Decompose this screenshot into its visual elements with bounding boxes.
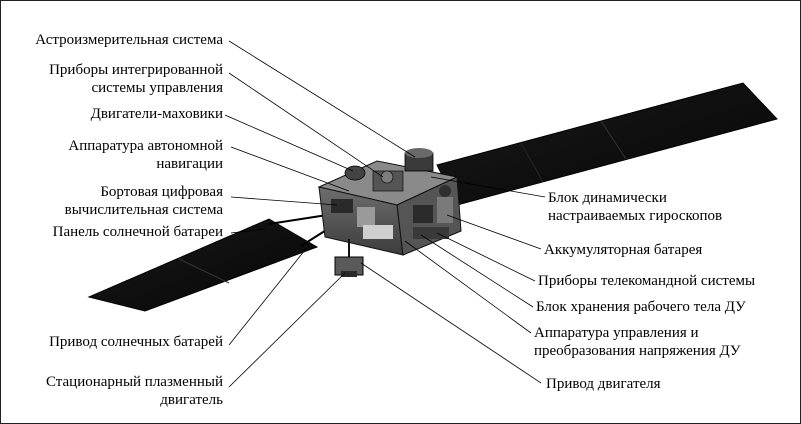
label-onboard-computer: Бортовая цифровая вычислительная система (64, 184, 223, 218)
leader-computer (230, 196, 338, 206)
panel-left-seam (178, 258, 230, 284)
body-detail-2 (357, 207, 375, 227)
label-telecommand-devices: Приборы телекомандной системы (538, 273, 756, 289)
leader-enginedrive (360, 262, 542, 384)
body-detail-6 (439, 185, 451, 197)
body-detail-7 (413, 227, 449, 239)
flywheel-shape (344, 165, 366, 181)
leader-nav (230, 146, 350, 192)
label-engine-drive: Привод двигателя (546, 376, 661, 392)
engine-nozzle-shape (341, 271, 357, 277)
panel-right-seam-2 (520, 142, 544, 183)
label-integrated-control-devices: Приборы интегрированной системы управлен… (49, 62, 223, 96)
label-astro-system: Астроизмерительная система (35, 32, 223, 48)
leader-astro (228, 40, 416, 158)
body-detail-5 (437, 197, 453, 223)
leader-plasma (228, 272, 346, 388)
label-plasma-thruster: Стационарный плазменный двигатель (45, 374, 223, 408)
panel-right-seam (600, 120, 627, 160)
top-knob (380, 170, 394, 184)
label-solar-panel: Панель солнечной батареи (52, 224, 223, 240)
leader-storage (420, 234, 534, 308)
body-detail-1 (331, 199, 353, 213)
boom-left (268, 214, 328, 225)
leader-isu (228, 72, 384, 178)
label-flywheel-motors: Двигатели-маховики (90, 106, 223, 122)
label-battery: Аккумуляторная батарея (544, 242, 703, 258)
leader-lines-right (360, 176, 546, 384)
leader-gyro (430, 176, 546, 198)
leader-panel (230, 228, 266, 234)
body-detail-3 (363, 225, 393, 239)
leader-telecmd (436, 232, 536, 282)
label-power-conversion: Аппаратура управления и преобразования н… (534, 325, 741, 359)
label-solar-array-drive: Привод солнечных батарей (49, 334, 223, 350)
solar-panel-left (87, 218, 319, 312)
leader-battery (446, 214, 542, 250)
label-propellant-storage: Блок хранения рабочего тела ДУ (536, 299, 746, 315)
leader-power (404, 240, 532, 334)
label-gyroscope-unit: Блок динамически настраиваемых гироскопо… (548, 190, 723, 224)
leader-lines-left (224, 40, 416, 388)
leader-sadrive (228, 244, 310, 346)
leader-flywheel (224, 114, 354, 172)
body-detail-4 (413, 205, 433, 223)
label-autonomous-navigation: Аппаратура автономной навигации (68, 138, 223, 172)
